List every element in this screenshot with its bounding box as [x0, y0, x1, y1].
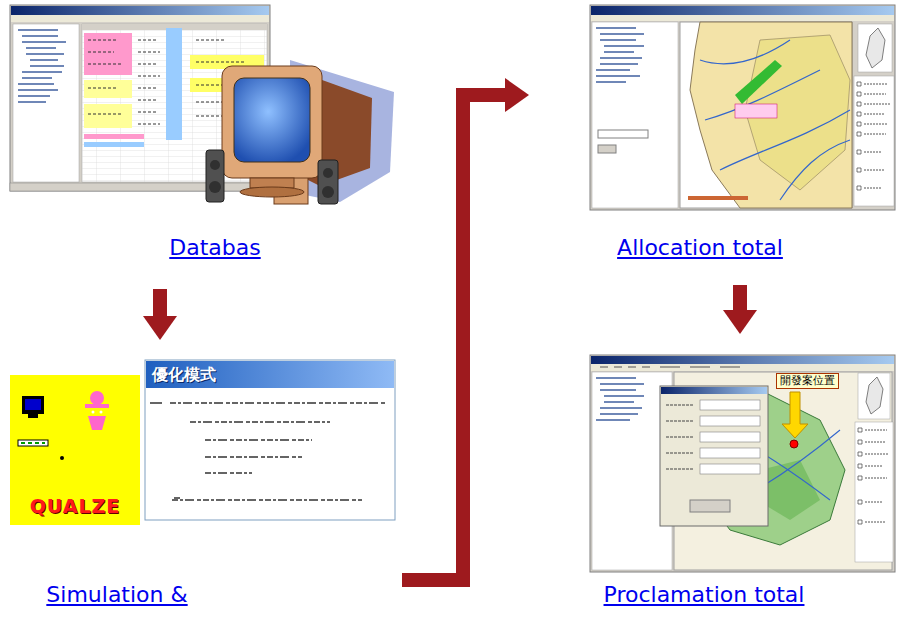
flow-arrow	[402, 78, 529, 580]
link-label: Proclamation total	[604, 582, 805, 608]
callout-label: 開發案位置	[776, 373, 839, 389]
flow-arrow	[143, 289, 177, 340]
arrow-head	[143, 316, 177, 340]
illustration-panel: Databas	[10, 2, 395, 277]
link-label: Allocation total	[617, 235, 783, 261]
arrow-head	[723, 310, 757, 334]
optimization-model-panel	[145, 360, 395, 520]
arrow-shaft	[402, 95, 505, 580]
allocation-map-screenshot	[590, 5, 895, 210]
arrow-shaft	[153, 289, 167, 316]
panel-heading: 優化模式	[152, 365, 216, 385]
flow-arrow	[723, 285, 757, 334]
link-label: Databas	[169, 235, 260, 261]
arrow-head	[505, 78, 529, 112]
link-label: Simulation &	[46, 582, 187, 608]
proclamation-map-screenshot	[590, 355, 895, 572]
qualze-icon	[10, 375, 140, 525]
arrow-shaft	[733, 285, 747, 310]
icon-label: QUALZE	[30, 495, 121, 517]
computer-illustration	[206, 60, 394, 204]
illustration-panel: Allocation total	[545, 2, 900, 277]
illustration-panel: Simulation &	[8, 350, 400, 615]
illustration-panel: Proclamation total	[545, 350, 900, 615]
